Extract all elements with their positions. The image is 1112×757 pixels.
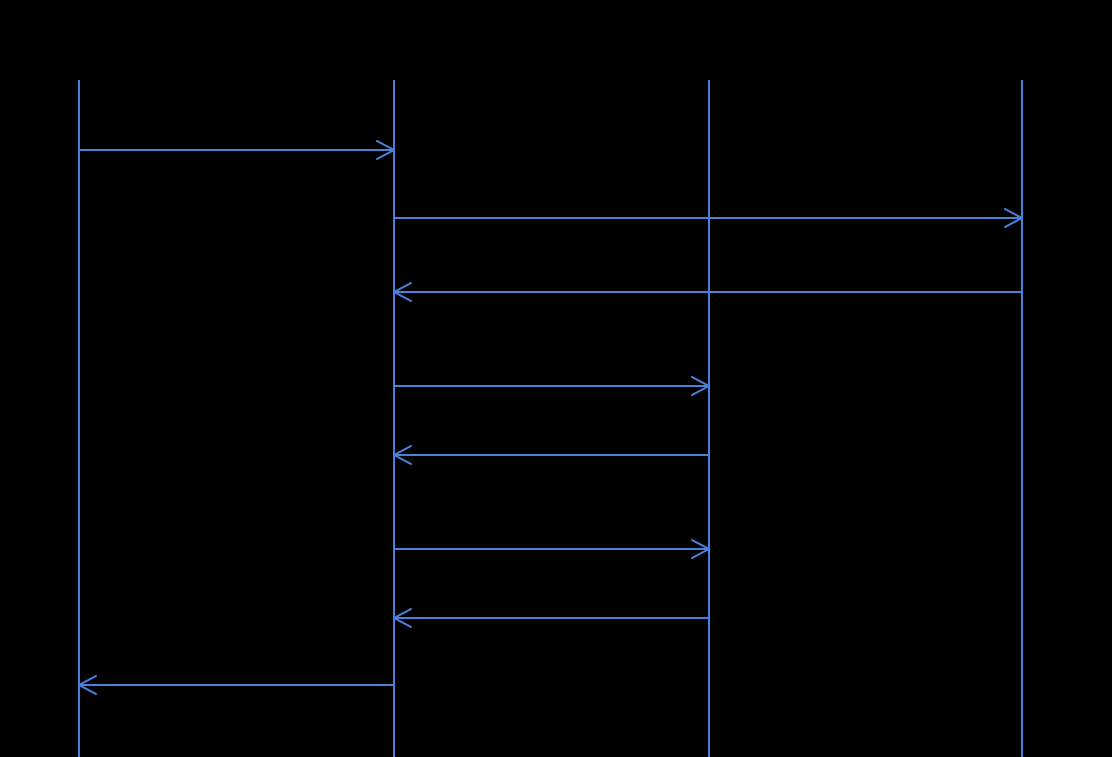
message-2	[394, 208, 1023, 228]
lifelines-group	[78, 80, 1023, 757]
arrow-head-4	[691, 376, 710, 396]
arrow-head-1	[376, 140, 395, 160]
message-4	[394, 376, 710, 396]
message-5	[393, 445, 709, 465]
message-7	[393, 608, 709, 628]
message-3	[393, 282, 1022, 302]
message-1	[79, 140, 395, 160]
arrow-head-6	[691, 539, 710, 559]
arrow-head-5	[393, 445, 412, 465]
message-6	[394, 539, 710, 559]
messages-group	[78, 140, 1023, 695]
arrow-head-2	[1004, 208, 1023, 228]
message-8	[78, 675, 394, 695]
arrow-head-8	[78, 675, 97, 695]
arrow-head-7	[393, 608, 412, 628]
arrow-head-3	[393, 282, 412, 302]
